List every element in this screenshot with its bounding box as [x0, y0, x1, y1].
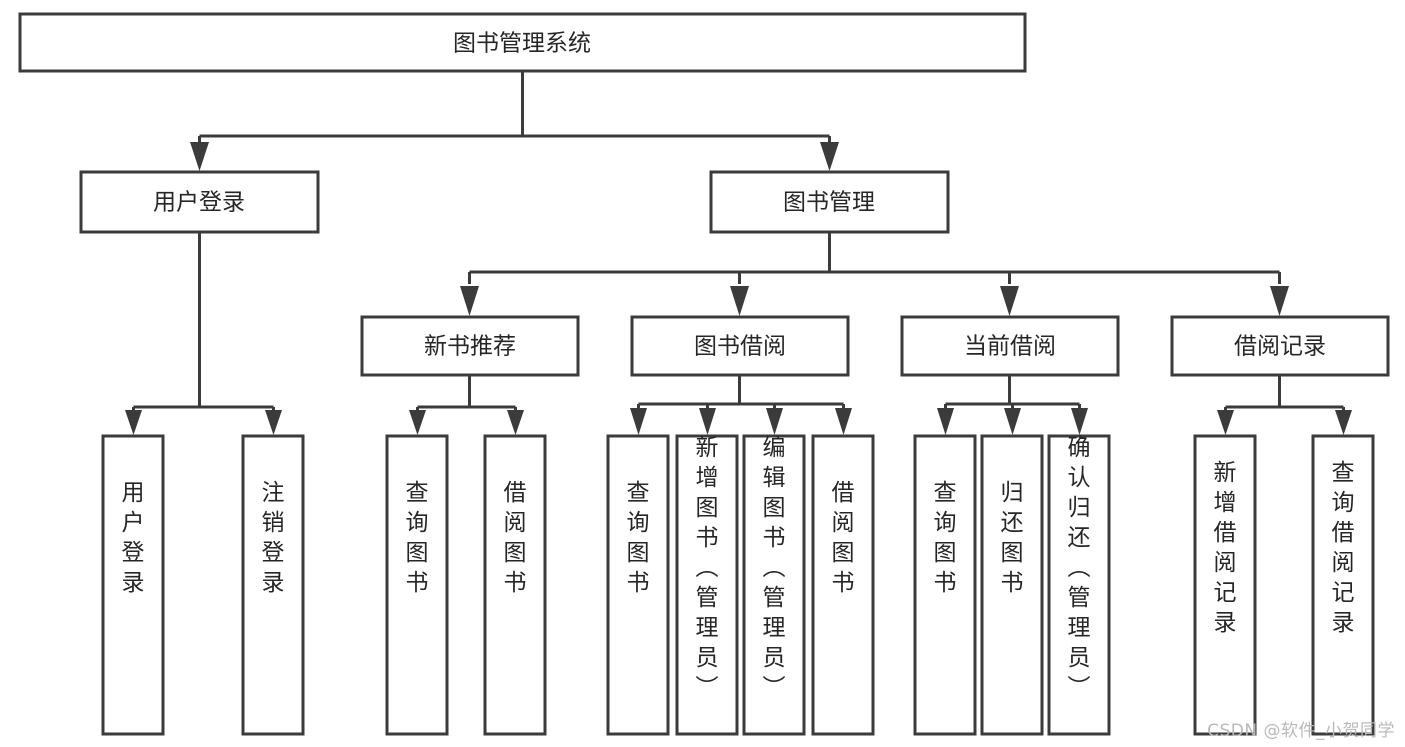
- node-leaf-add-book-admin[interactable]: 新增图书︵管理员︶: [675, 434, 739, 736]
- node-leaf-logout[interactable]: 注销登录: [241, 434, 305, 736]
- node-root-box[interactable]: [18, 12, 1027, 73]
- node-leaf-borrow-book-1[interactable]: 借阅图书: [483, 434, 547, 736]
- node-book-management[interactable]: 图书管理: [709, 170, 950, 234]
- arrow-root-to-book-mgmt: [820, 142, 839, 171]
- connector-layer: [125, 71, 1352, 435]
- node-leaf-query-borrow-record-box[interactable]: [1311, 434, 1375, 736]
- node-leaf-add-borrow-record-box[interactable]: [1193, 434, 1257, 736]
- node-leaf-user-login[interactable]: 用户登录: [101, 434, 165, 736]
- node-borrow-records[interactable]: 借阅记录: [1170, 315, 1390, 377]
- node-leaf-user-login-box[interactable]: [101, 434, 165, 736]
- arrow-current-to-leaf8: [937, 408, 954, 435]
- node-leaf-query-book-3-box[interactable]: [913, 434, 977, 736]
- node-leaf-query-book-3-label: 查询图书: [934, 480, 957, 596]
- arrow-borrow-to-leaf5: [699, 408, 716, 435]
- node-leaf-add-borrow-record-label: 新增借阅记录: [1214, 460, 1237, 636]
- node-leaf-confirm-return-admin-box[interactable]: [1047, 434, 1111, 736]
- node-leaf-logout-label: 注销登录: [262, 480, 285, 596]
- node-leaf-query-book-2-box[interactable]: [606, 434, 670, 736]
- node-current-borrow[interactable]: 当前借阅: [900, 315, 1120, 377]
- arrow-newbook-to-leaf2: [409, 410, 426, 435]
- arrow-bookmgmt-to-borrow: [730, 286, 749, 316]
- node-borrow-records-box[interactable]: [1170, 315, 1390, 377]
- node-leaf-user-login-label: 用户登录: [122, 480, 145, 596]
- node-new-book-recommend[interactable]: 新书推荐: [360, 315, 580, 377]
- node-leaf-borrow-book-1-box[interactable]: [483, 434, 547, 736]
- arrow-borrow-to-leaf7: [835, 408, 852, 435]
- node-leaf-edit-book-admin-label: 编辑图书︵管理员︶: [763, 435, 786, 701]
- arrow-current-to-leaf9: [1004, 408, 1021, 435]
- node-borrow-records-label: 借阅记录: [1234, 334, 1326, 360]
- arrow-borrow-to-leaf4: [630, 408, 647, 435]
- arrow-bookmgmt-to-current: [1000, 286, 1019, 316]
- arrow-current-to-leaf10: [1071, 408, 1088, 435]
- arrow-bookmgmt-to-records: [1270, 286, 1289, 316]
- node-book-management-box[interactable]: [709, 170, 950, 234]
- node-leaf-edit-book-admin[interactable]: 编辑图书︵管理员︶: [742, 434, 806, 736]
- arrow-userlogin-to-leaf1: [265, 410, 282, 435]
- node-book-management-label: 图书管理: [783, 190, 875, 216]
- node-current-borrow-label: 当前借阅: [964, 334, 1056, 360]
- arrow-newbook-to-leaf3: [507, 410, 524, 435]
- node-leaf-borrow-book-1-label: 借阅图书: [504, 480, 527, 596]
- node-leaf-query-book-2-label: 查询图书: [627, 480, 650, 596]
- node-root[interactable]: 图书管理系统: [18, 12, 1027, 73]
- arrow-userlogin-to-leaf0: [125, 410, 142, 435]
- arrow-borrow-to-leaf6: [766, 408, 783, 435]
- node-leaf-add-borrow-record[interactable]: 新增借阅记录: [1193, 434, 1257, 736]
- node-leaf-query-book-1-box[interactable]: [385, 434, 449, 736]
- node-leaf-edit-book-admin-box[interactable]: [742, 434, 806, 736]
- node-leaf-return-book-box[interactable]: [980, 434, 1044, 736]
- node-book-borrow-label: 图书借阅: [694, 334, 786, 360]
- csdn-watermark: CSDN @软件_小贺同学: [1207, 721, 1395, 741]
- node-leaf-borrow-book-2-label: 借阅图书: [832, 480, 855, 596]
- node-user-login-box[interactable]: [79, 170, 320, 234]
- node-leaf-query-borrow-record[interactable]: 查询借阅记录: [1311, 434, 1375, 736]
- node-leaf-add-book-admin-box[interactable]: [675, 434, 739, 736]
- node-leaf-logout-box[interactable]: [241, 434, 305, 736]
- arrow-bookmgmt-to-newbook: [460, 286, 479, 316]
- node-book-borrow[interactable]: 图书借阅: [630, 315, 850, 377]
- node-leaf-query-book-1[interactable]: 查询图书: [385, 434, 449, 736]
- node-current-borrow-box[interactable]: [900, 315, 1120, 377]
- node-leaf-query-borrow-record-label: 查询借阅记录: [1332, 460, 1355, 636]
- node-leaf-return-book[interactable]: 归还图书: [980, 434, 1044, 736]
- node-leaf-borrow-book-2-box[interactable]: [811, 434, 875, 736]
- node-leaf-confirm-return-admin[interactable]: 确认归还︵管理员︶: [1047, 434, 1111, 736]
- node-user-login-label: 用户登录: [153, 190, 245, 216]
- node-leaf-query-book-1-label: 查询图书: [406, 480, 429, 596]
- node-leaf-confirm-return-admin-label: 确认归还︵管理员︶: [1068, 435, 1091, 701]
- node-new-book-recommend-label: 新书推荐: [424, 334, 516, 360]
- node-leaf-borrow-book-2[interactable]: 借阅图书: [811, 434, 875, 736]
- node-leaf-return-book-label: 归还图书: [1001, 480, 1024, 596]
- node-new-book-recommend-box[interactable]: [360, 315, 580, 377]
- arrow-records-to-leaf11: [1217, 410, 1234, 435]
- node-leaf-query-book-3[interactable]: 查询图书: [913, 434, 977, 736]
- node-root-label: 图书管理系统: [453, 31, 591, 57]
- node-book-borrow-box[interactable]: [630, 315, 850, 377]
- node-leaf-query-book-2[interactable]: 查询图书: [606, 434, 670, 736]
- arrow-records-to-leaf12: [1335, 410, 1352, 435]
- node-leaf-add-book-admin-label: 新增图书︵管理员︶: [696, 435, 719, 701]
- arrow-root-to-user-login: [190, 142, 209, 171]
- node-user-login[interactable]: 用户登录: [79, 170, 320, 234]
